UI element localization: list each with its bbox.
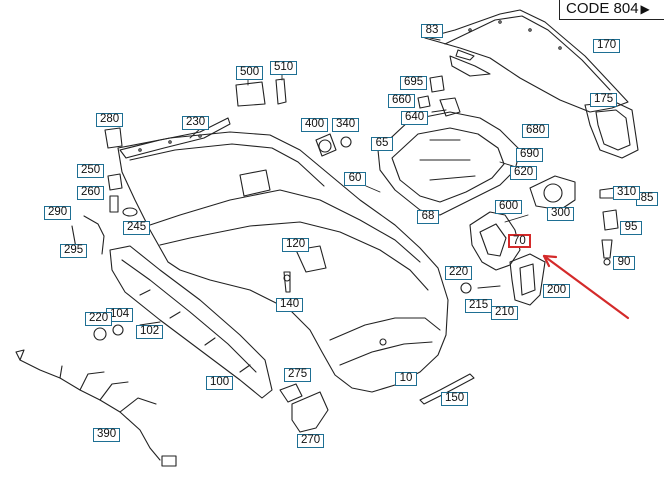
sensor-drawing	[601, 209, 619, 266]
small-parts-drawing	[417, 75, 447, 113]
bracket-120-drawing	[283, 245, 327, 293]
lower-trim-drawing	[279, 383, 329, 433]
callout-620: 620	[510, 166, 538, 180]
callout-215: 215	[465, 299, 493, 313]
callout-85: 85	[636, 192, 658, 206]
callout-83: 83	[421, 24, 443, 38]
mount-bracket-drawing	[377, 97, 521, 216]
strip-150-drawing	[419, 373, 475, 405]
callout-260: 260	[77, 186, 105, 200]
rear-spoiler-drawing	[424, 9, 629, 113]
callout-600: 600	[495, 200, 523, 214]
callout-680: 680	[522, 124, 550, 138]
trim-strip-drawing	[119, 117, 231, 159]
callout-340: 340	[332, 118, 360, 132]
connectors-drawing	[93, 282, 501, 341]
trim-cap-drawing	[529, 175, 616, 211]
callout-150: 150	[441, 392, 469, 406]
callout-100: 100	[206, 376, 234, 390]
callout-660: 660	[388, 94, 416, 108]
bracket-200-drawing	[509, 253, 546, 306]
callout-695: 695	[400, 76, 428, 90]
callout-690: 690	[516, 148, 544, 162]
callout-68: 68	[417, 210, 439, 224]
callout-170: 170	[593, 39, 621, 53]
fuel-flap-drawing	[235, 78, 287, 107]
callout-220-left: 220	[85, 312, 113, 326]
callout-640: 640	[401, 111, 429, 125]
callout-275: 275	[284, 368, 312, 382]
callout-60: 60	[344, 172, 366, 186]
callout-280: 280	[96, 113, 124, 127]
callout-220-right: 220	[445, 266, 473, 280]
callout-500: 500	[236, 66, 264, 80]
callout-295: 295	[60, 244, 88, 258]
callout-230: 230	[182, 116, 210, 130]
callout-200: 200	[543, 284, 571, 298]
callout-102: 102	[136, 325, 164, 339]
callout-390: 390	[93, 428, 121, 442]
callout-300: 300	[547, 207, 575, 221]
highlight-arrow	[542, 254, 630, 320]
callout-290: 290	[44, 206, 72, 220]
tailpipe-trim-drawing	[584, 101, 639, 159]
impact-absorber-drawing	[109, 245, 273, 399]
wiring-harness-drawing	[15, 349, 177, 467]
callout-270: 270	[297, 434, 325, 448]
callout-310: 310	[613, 186, 641, 200]
callout-175: 175	[590, 93, 618, 107]
callout-90: 90	[613, 256, 635, 270]
arrow-right-icon: ▶	[640, 2, 650, 16]
code-label-text: CODE 804	[566, 0, 639, 17]
left-clips-drawing	[71, 127, 138, 255]
callout-510: 510	[270, 61, 298, 75]
code-label: CODE 804▶	[559, 0, 664, 20]
callout-95: 95	[620, 221, 642, 235]
callout-210: 210	[491, 306, 519, 320]
callout-10: 10	[395, 372, 417, 386]
callout-65: 65	[371, 137, 393, 151]
callout-70: 70	[508, 234, 531, 248]
callout-250: 250	[77, 164, 105, 178]
bumper-cover-drawing	[117, 131, 449, 393]
callout-120: 120	[282, 238, 310, 252]
callout-245: 245	[123, 221, 151, 235]
grommet-drawing	[315, 133, 352, 157]
callout-400: 400	[301, 118, 329, 132]
callout-140: 140	[276, 298, 304, 312]
